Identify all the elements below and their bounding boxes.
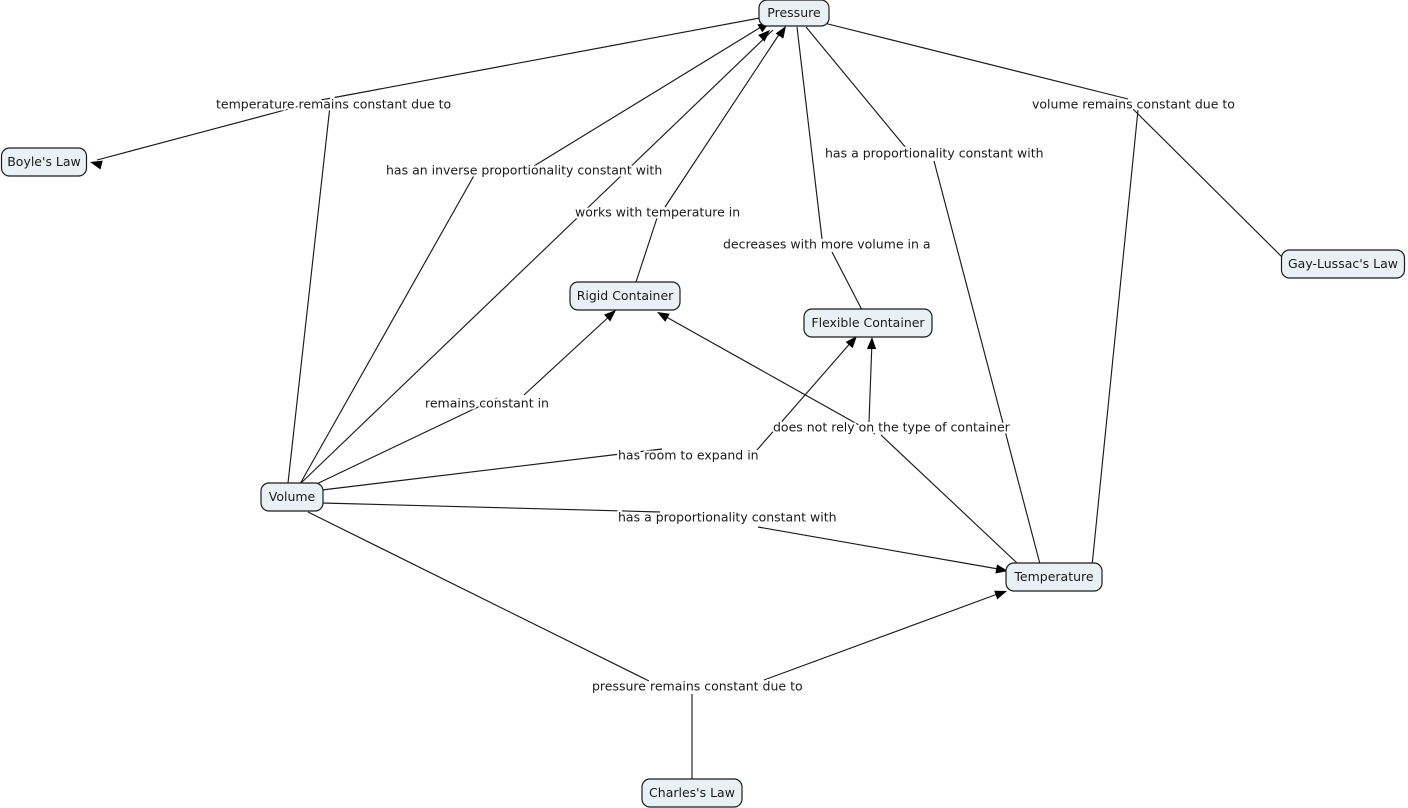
edge-label-halo: has a proportionality constant with [825,146,1044,161]
node-volume[interactable]: Volume [260,482,324,512]
edge-line [1091,109,1139,567]
node-shape[interactable] [569,281,681,311]
edge-line [757,526,1005,571]
edge-line [287,105,331,484]
edge-arrowhead [775,26,786,39]
node-charles_law[interactable]: Charles's Law [641,778,743,808]
edge-label-lbl_has_room_to_expand: has room to expand in [618,448,759,463]
node-shape[interactable] [1280,249,1406,279]
edge-arrowhead [994,590,1007,600]
edge-label-halo: has a proportionality constant with [618,510,837,525]
node-shape[interactable] [0,147,88,177]
edge-label-lbl_has_proportionality_volume: has a proportionality constant with [618,510,837,525]
node-shape[interactable] [260,482,324,512]
edge-label-lbl_has_inverse_proportionality: has an inverse proportionality constant … [386,163,662,178]
edge-arrowhead [90,160,103,170]
edges-layer [90,16,1284,780]
edge-label-halo: works with temperature in [575,205,740,220]
edge-arrowhead [995,564,1008,574]
edge-label-lbl_pressure_remains_constant: pressure remains constant due to [592,679,803,694]
edge-line [321,502,661,513]
edge-line [299,171,477,485]
edge-label-lbl_does_not_rely: does not rely on the type of container [773,420,1011,435]
edge-label-lbl_decreases_with_more_volume: decreases with more volume in a [723,237,931,252]
edge-line [763,591,1004,681]
edge-line [523,312,614,396]
edge-line [805,26,907,149]
edge-label-lbl_temperature_remains_constant: temperature remains constant due to [216,97,451,112]
edge-label-halo: remains constant in [425,396,549,411]
edge-line [307,511,650,682]
edge-line [321,448,663,491]
edge-line [533,23,767,167]
edge-line [880,434,1018,564]
node-temperature[interactable]: Temperature [1005,562,1103,592]
node-boyles_law[interactable]: Boyle's Law [0,147,88,177]
edge-line [299,29,774,485]
edge-line [664,29,783,208]
edge-arrowhead [845,336,857,349]
edge-label-lbl_remains_constant_in: remains constant in [425,396,549,411]
edge-label-halo: decreases with more volume in a [723,237,931,252]
edge-label-halo: volume remains constant due to [1032,97,1235,112]
edge-line [796,26,823,240]
edge-label-lbl_works_with_temperature: works with temperature in [575,205,740,220]
node-shape[interactable] [1005,562,1103,592]
edge-label-halo: pressure remains constant due to [592,679,803,694]
edge-line [635,217,658,283]
edge-label-halo: has an inverse proportionality constant … [386,163,662,178]
edge-line [96,105,301,161]
node-shape[interactable] [758,0,830,27]
edge-line [304,16,766,104]
edge-arrowhead [758,30,770,42]
edge-line [1132,108,1284,259]
edge-label-lbl_volume_remains_constant: volume remains constant due to [1032,97,1235,112]
edge-line [305,397,498,490]
node-gay_lussacs_law[interactable]: Gay-Lussac's Law [1280,249,1406,279]
node-rigid_container[interactable]: Rigid Container [569,281,681,311]
edge-label-lbl_has_proportionality_pressure: has a proportionality constant with [825,146,1044,161]
node-shape[interactable] [803,308,933,338]
edge-line [933,160,1041,565]
edge-label-halo: does not rely on the type of container [773,420,1011,435]
edge-labels-layer: temperature remains constant due totempe… [214,95,1237,696]
edge-line [868,340,873,423]
edge-arrowhead [604,310,616,322]
node-pressure[interactable]: Pressure [758,0,830,27]
edge-label-halo: has room to expand in [618,448,759,463]
edge-arrowhead [657,312,670,322]
edge-arrowhead [866,337,877,350]
edge-line [831,251,863,311]
edge-label-halo: temperature remains constant due to [216,97,451,112]
node-shape[interactable] [641,778,743,808]
node-flexible_container[interactable]: Flexible Container [803,308,933,338]
edge-line [819,21,1129,100]
edge-line [660,313,876,435]
